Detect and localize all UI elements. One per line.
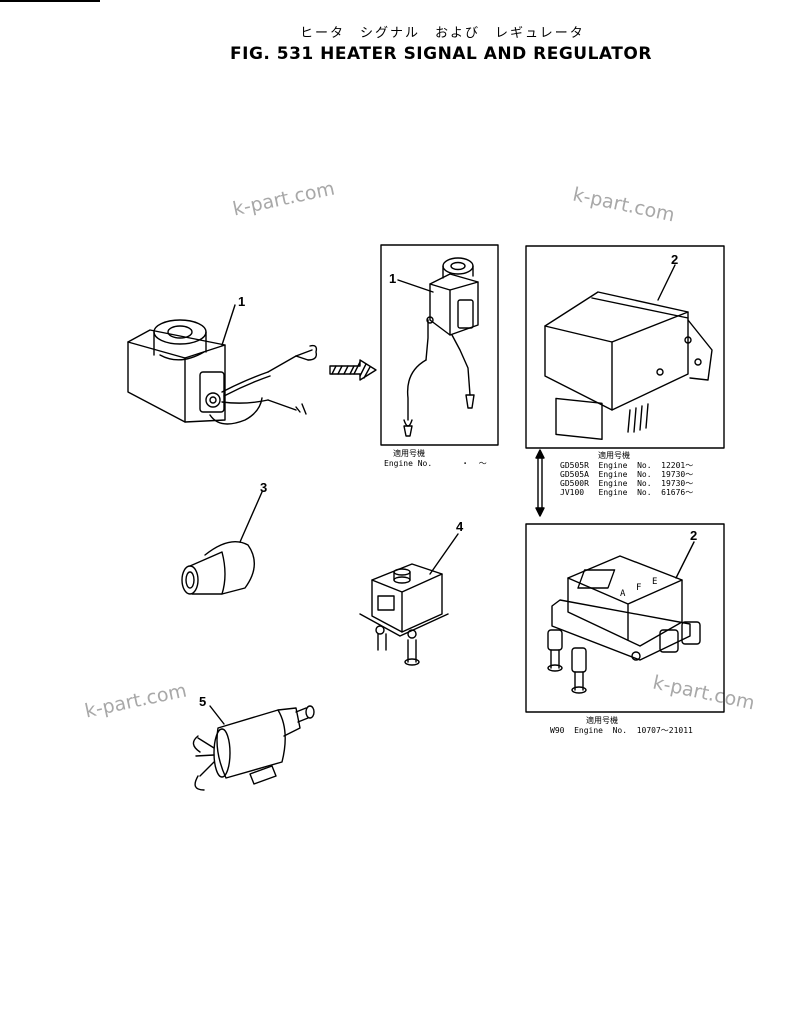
- box2-applicability-row: GD505R Engine No. 12201〜: [560, 461, 694, 470]
- callout-part-1-variant: 1: [389, 271, 397, 286]
- heater-plug-part: [192, 705, 315, 791]
- box3-applicability-header: 適用号機: [586, 716, 618, 725]
- variant-box-3: [525, 523, 725, 713]
- interchange-arrow: [535, 449, 545, 517]
- regulator-new-style: [547, 541, 701, 694]
- rubber-boot-part: [181, 491, 263, 595]
- title-japanese: ヒータ シグナル および レギュレータ: [300, 26, 585, 41]
- box2-applicability-header: 適用号機: [598, 451, 630, 460]
- box2-applicability-row: JV100 Engine No. 61676〜: [560, 488, 694, 497]
- regulator-old-style: [544, 264, 713, 440]
- box2-applicability-row: GD500R Engine No. 19730〜: [560, 479, 694, 488]
- callout-part-5: 5: [199, 694, 207, 709]
- variant-box-1: [380, 244, 499, 446]
- regulator-face-letter: A: [620, 589, 626, 599]
- callout-part-3: 3: [260, 480, 268, 495]
- regulator-face-letter: E: [652, 577, 658, 587]
- heater-signal-variant: [397, 257, 479, 437]
- box1-applicability-line: Engine No. ・ 〜: [384, 459, 487, 468]
- callout-part-4: 4: [456, 519, 464, 534]
- callout-part-1: 1: [238, 294, 246, 309]
- box3-applicability-line: W90 Engine No. 10707〜21011: [550, 726, 693, 735]
- callout-part-2: 2: [671, 252, 679, 267]
- figure-title: FIG. 531 HEATER SIGNAL AND REGULATOR: [230, 44, 652, 64]
- callout-part-2-variant: 2: [690, 528, 698, 543]
- regulator-face-letter: F: [636, 583, 642, 593]
- variant-box-2: [525, 245, 725, 449]
- top-rule: [0, 0, 100, 2]
- heater-signal-part: [127, 304, 318, 425]
- relay-part: [359, 533, 459, 666]
- hatched-arrow: [329, 359, 377, 381]
- box2-applicability-row: GD505A Engine No. 19730〜: [560, 470, 694, 479]
- box1-applicability-header: 適用号機: [393, 449, 425, 458]
